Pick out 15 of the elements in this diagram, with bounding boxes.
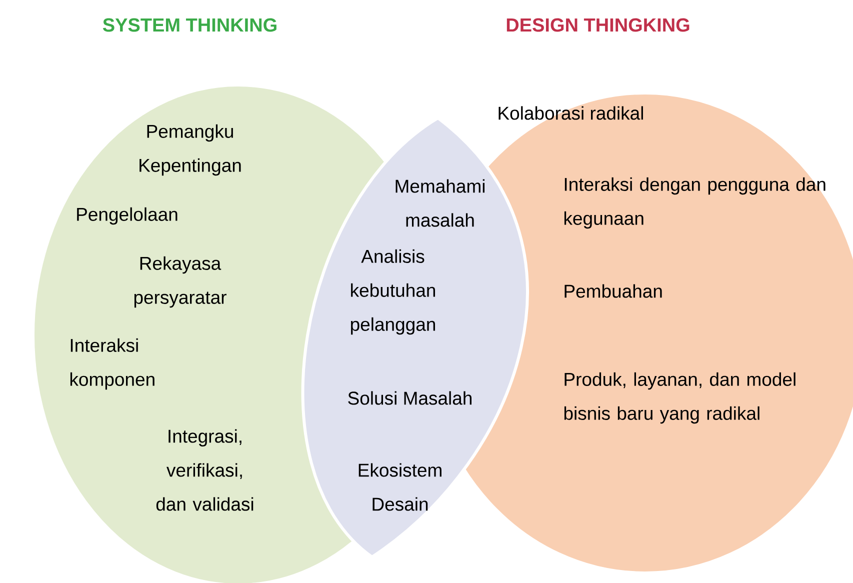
item-text: Produk, layanan, dan model bisnis baru yang radikal bbox=[564, 372, 796, 424]
item-text: Memahami masalah bbox=[396, 179, 484, 227]
item-text: Rekayasa persyaratar bbox=[134, 256, 226, 308]
item-text: Solusi Masalah bbox=[348, 391, 472, 405]
item-text: Pengelolaan bbox=[77, 207, 178, 225]
heading: SYSTEM THINKING bbox=[102, 18, 276, 32]
item-text: Analisis kebutuhan pelanggan bbox=[350, 249, 435, 335]
item-text: Kolaborasi radikal bbox=[498, 106, 643, 120]
item-text: Interaksi komponen bbox=[70, 338, 154, 390]
item-text: Ekosistem Desain bbox=[358, 463, 442, 511]
item-text: Interaksi dengan pengguna dan kegunaan bbox=[564, 177, 826, 229]
heading: DESIGN THINGKING bbox=[506, 18, 690, 32]
item-text: Integrasi, verifikasi, dan validasi bbox=[156, 429, 254, 511]
item-text: Pemangku Kepentingan bbox=[140, 124, 241, 176]
item-text: Pembuahan bbox=[564, 284, 662, 298]
